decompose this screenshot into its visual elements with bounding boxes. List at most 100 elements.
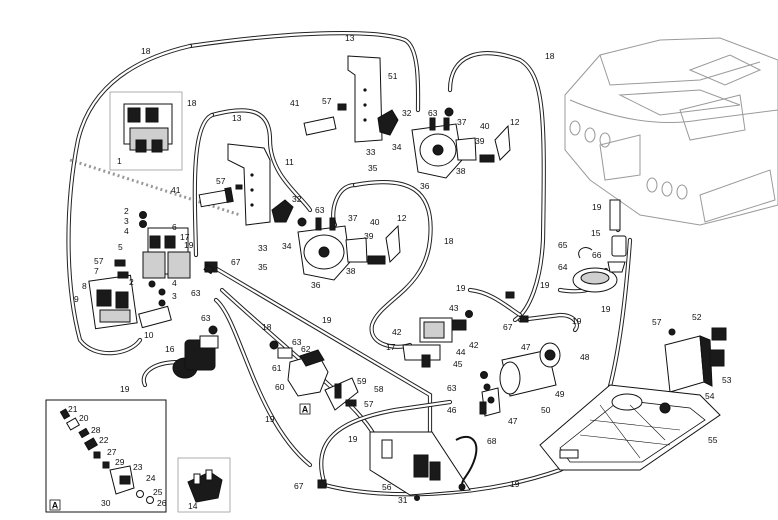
label-25: 25 [153, 487, 163, 497]
label-29: 29 [115, 457, 125, 467]
label-31: 31 [398, 495, 408, 505]
label-65: 65 [558, 240, 568, 250]
label-10: 10 [144, 330, 154, 340]
flow-meter-assembly [269, 340, 359, 411]
label-68: 68 [487, 436, 497, 446]
label-33b: 33 [258, 243, 268, 253]
detail-inset-a: A [45, 399, 167, 513]
label-19k: 19 [510, 479, 520, 489]
label-38a: 38 [456, 166, 466, 176]
label-39b: 39 [364, 231, 374, 241]
label-18d: 18 [444, 236, 454, 246]
label-47a: 47 [521, 342, 531, 352]
label-18a: 18 [141, 46, 151, 56]
label-4b: 4 [172, 278, 177, 288]
label-17a: 17 [180, 232, 190, 242]
label-2b: 2 [129, 277, 134, 287]
label-63c: 63 [428, 108, 438, 118]
label-48: 48 [580, 352, 590, 362]
label-8: 8 [82, 281, 87, 291]
label-11: 11 [285, 157, 294, 167]
pump-16 [172, 325, 219, 379]
label-62: 62 [301, 344, 311, 354]
label-26: 26 [157, 498, 167, 508]
label-46: 46 [447, 405, 457, 415]
label-37b: 37 [348, 213, 358, 223]
hose-network [66, 31, 633, 497]
label-53: 53 [722, 375, 732, 385]
label-19h: 19 [322, 315, 332, 325]
label-41b: 41 [290, 98, 300, 108]
label-1: 1 [117, 156, 122, 166]
label-57a: 57 [94, 256, 104, 266]
label-58: 58 [374, 384, 384, 394]
label-63e: 63 [447, 383, 457, 393]
label-5: 5 [118, 242, 123, 252]
label-19i: 19 [265, 414, 275, 424]
label-16: 16 [165, 344, 175, 354]
label-15: 15 [591, 228, 601, 238]
label-57d: 57 [364, 399, 374, 409]
label-40a: 40 [480, 121, 490, 131]
label-38b: 38 [346, 266, 356, 276]
detail-inset-14 [177, 457, 231, 513]
label-57b: 57 [216, 176, 226, 186]
label-13b: 13 [345, 33, 355, 43]
label-67c: 67 [294, 481, 304, 491]
label-19j: 19 [348, 434, 358, 444]
label-20: 20 [79, 413, 89, 423]
callout-a-label: A [302, 405, 309, 415]
label-39a: 39 [475, 136, 485, 146]
label-18c: 18 [545, 51, 555, 61]
label-3b: 3 [172, 291, 177, 301]
label-35b: 35 [258, 262, 268, 272]
label-17b: 17 [386, 342, 396, 352]
label-43: 43 [449, 303, 459, 313]
label-63f: 63 [292, 337, 302, 347]
label-40b: 40 [370, 217, 380, 227]
label-61: 61 [272, 363, 282, 373]
bracket-assembly-lower [198, 143, 294, 226]
label-45: 45 [453, 359, 463, 369]
label-30: 30 [101, 498, 111, 508]
drip-tray-and-bracket [539, 327, 727, 471]
label-60: 60 [275, 382, 285, 392]
label-19d: 19 [540, 280, 550, 290]
label-24: 24 [146, 473, 156, 483]
part-1-valve-block-detail [109, 91, 183, 171]
valve-manifold-left [88, 211, 218, 330]
label-34a: 34 [392, 142, 402, 152]
label-19f: 19 [456, 283, 466, 293]
label-2a: 2 [124, 206, 129, 216]
label-13a: 13 [232, 113, 242, 123]
label-63a: 63 [191, 288, 201, 298]
label-22: 22 [99, 435, 109, 445]
label-67a: 67 [231, 257, 241, 267]
label-34b: 34 [282, 241, 292, 251]
sensor-wire-68 [455, 435, 478, 491]
label-55: 55 [708, 435, 718, 445]
label-32a: 32 [292, 194, 302, 204]
base-bracket-56 [369, 431, 471, 501]
boiler-assembly-middle [297, 217, 401, 281]
inset-a-title: A [52, 501, 59, 511]
label-52: 52 [692, 312, 702, 322]
boiler-assembly-upper [411, 107, 511, 179]
label-12b: 12 [397, 213, 407, 223]
solenoid-valve-42 [402, 310, 473, 368]
label-63d: 63 [315, 205, 325, 215]
label-32b: 32 [402, 108, 412, 118]
label-9: 9 [74, 294, 79, 304]
label-12a: 12 [510, 117, 520, 127]
label-4a: 4 [124, 226, 129, 236]
label-49: 49 [555, 389, 565, 399]
label-42a: 42 [392, 327, 402, 337]
label-37a: 37 [457, 117, 467, 127]
label-7: 7 [94, 266, 99, 276]
label-28: 28 [91, 425, 101, 435]
label-57e: 57 [652, 317, 662, 327]
machine-housing-outline [564, 37, 778, 226]
label-19c: 19 [592, 202, 602, 212]
label-44: 44 [456, 347, 466, 357]
